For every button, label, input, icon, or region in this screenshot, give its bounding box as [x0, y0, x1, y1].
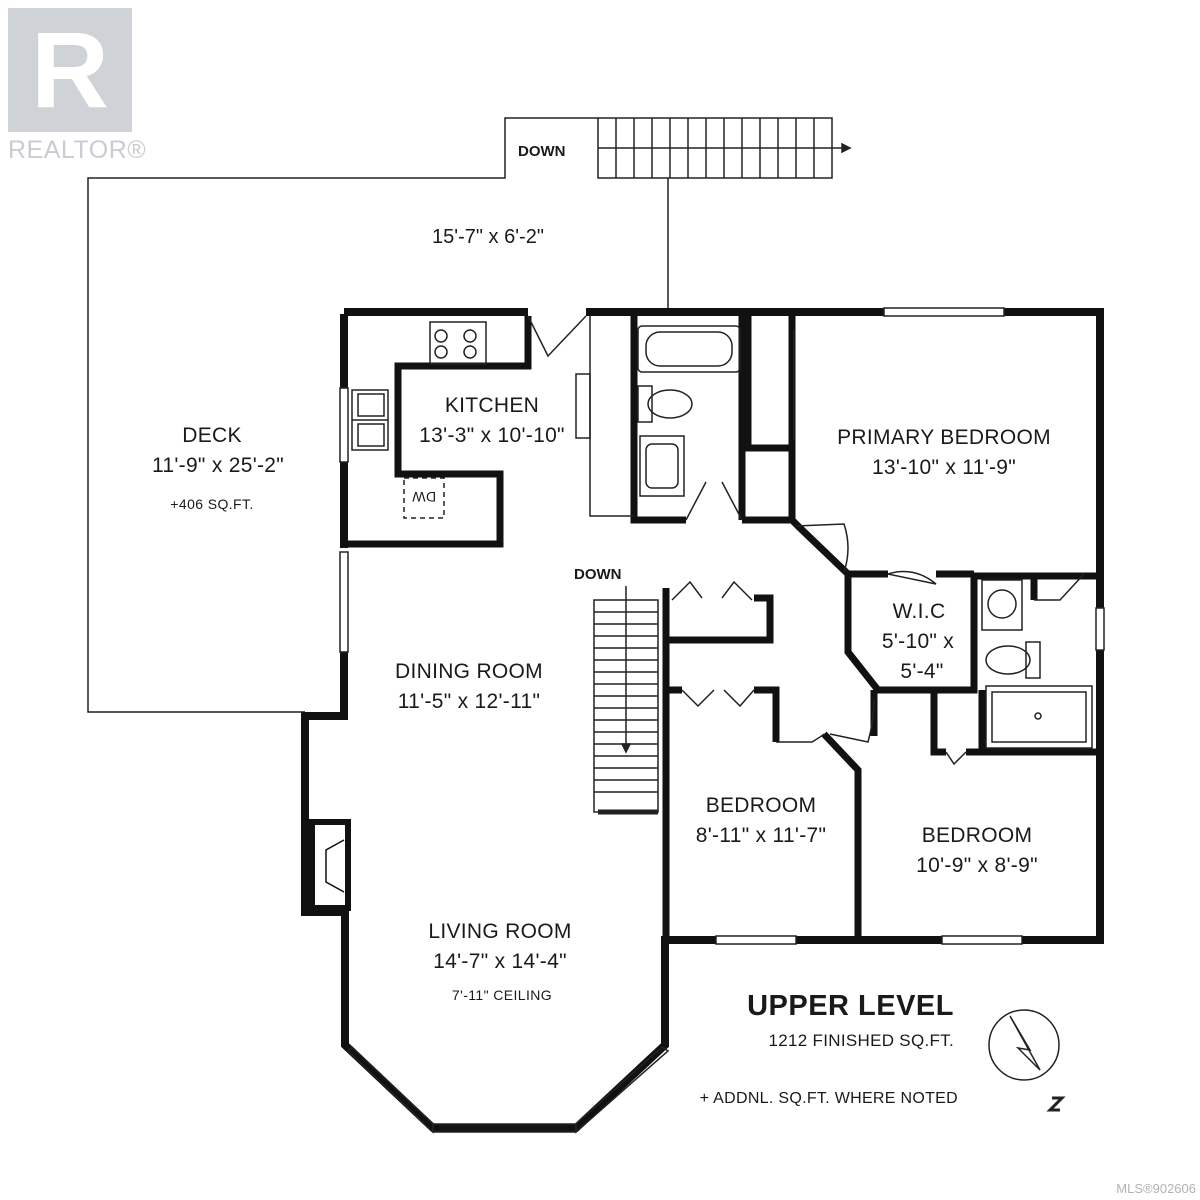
logo-text: REALTOR®	[8, 136, 147, 164]
bathroom-fixtures	[637, 325, 1093, 749]
fireplace	[309, 819, 351, 911]
top-deck-dims: 15'-7" x 6'-2"	[432, 226, 544, 248]
primary-bedroom-dims: 13'-10" x 11'-9"	[871, 456, 1017, 479]
wic-dims-a: 5'-10" x	[881, 630, 955, 653]
logo-letter: R	[31, 9, 109, 130]
compass-icon	[988, 1009, 1066, 1112]
interior-walls	[344, 316, 1100, 940]
deck-name: DECK	[182, 424, 242, 447]
wic-name: W.I.C	[892, 600, 946, 623]
dining-room-dims: 11'-5" x 12'-11"	[397, 690, 541, 713]
exterior-stairs-label: DOWN	[518, 143, 566, 160]
kitchen-fixtures	[351, 316, 634, 519]
deck-dims: 11'-9" x 25'-2"	[151, 454, 285, 477]
doors	[527, 315, 1085, 766]
exterior-walls	[301, 308, 1104, 1132]
living-room-note: 7'-11" CEILING	[451, 987, 553, 1003]
living-room-dims: 14'-7" x 14'-4"	[433, 950, 567, 973]
kitchen-dims: 13'-3" x 10'-10"	[419, 424, 565, 447]
bedroom-2-name: BEDROOM	[705, 794, 817, 817]
legend-finished-sqft: 1212 FINISHED SQ.FT.	[768, 1031, 954, 1050]
dishwasher-label: DW	[411, 489, 437, 505]
interior-stairs-label: DOWN	[574, 566, 622, 583]
dining-room-name: DINING ROOM	[395, 660, 543, 683]
bedroom-3-name: BEDROOM	[921, 824, 1033, 847]
bedroom-3-dims: 10'-9" x 8'-9"	[916, 854, 1038, 877]
exterior-stairs	[597, 117, 852, 179]
legend-title: UPPER LEVEL	[747, 990, 954, 1022]
interior-stairs	[593, 586, 659, 815]
windows	[339, 307, 1105, 1134]
mls-number: MLS®902606	[1116, 1181, 1196, 1196]
primary-bedroom-name: PRIMARY BEDROOM	[837, 426, 1051, 449]
wic-dims-b: 5'-4"	[900, 660, 944, 683]
legend-additional-sqft: + ADDNL. SQ.FT. WHERE NOTED	[699, 1090, 958, 1107]
kitchen-name: KITCHEN	[444, 394, 540, 417]
bedroom-2-dims: 8'-11" x 11'-7"	[695, 824, 827, 847]
logo-box: R	[8, 8, 132, 132]
realtor-logo: R REALTOR®	[6, 6, 146, 166]
living-room-name: LIVING ROOM	[428, 920, 572, 943]
deck-note: +406 SQ.FT.	[170, 496, 254, 512]
deck-outline	[87, 117, 598, 713]
